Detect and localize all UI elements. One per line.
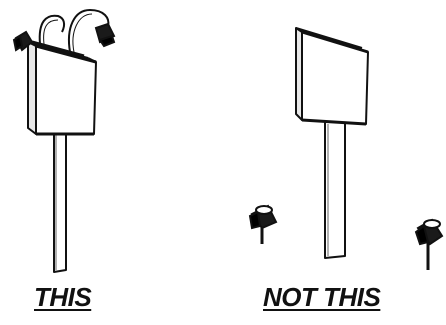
ground-uplight-right [416,220,442,270]
correct-billboard [28,42,96,272]
incorrect-billboard [296,28,368,258]
ground-uplight-left [250,206,276,244]
correct-billboard-edge [28,42,36,134]
correct-caption: THIS [34,282,91,313]
gooseneck-light-right [69,10,114,52]
incorrect-caption: NOT THIS [263,282,380,313]
